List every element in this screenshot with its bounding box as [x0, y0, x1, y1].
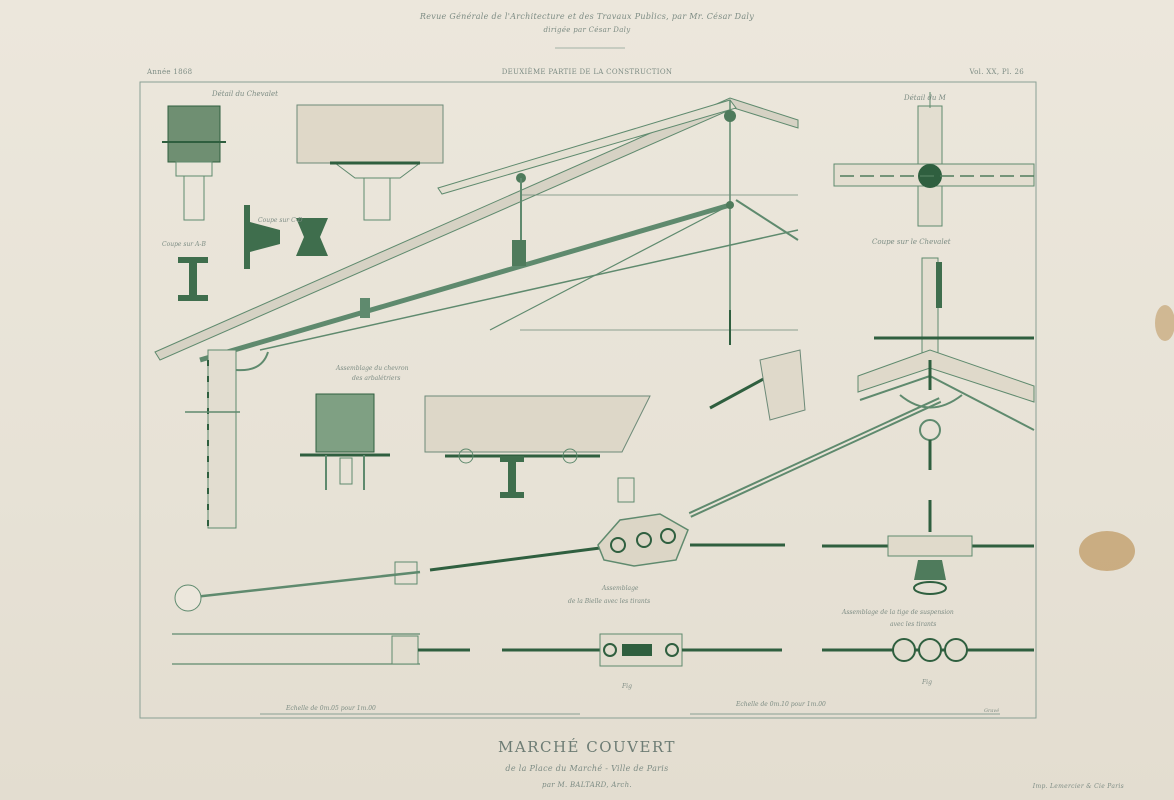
detail-beam-elevation	[296, 104, 444, 221]
plate-frame	[139, 81, 1037, 719]
plate-subtitle: de la Place du Marché - Ville de Paris	[505, 764, 669, 773]
plate-architect: par M. BALTARD, Arch.	[542, 781, 632, 789]
label-assembly-bottom: Assemblage	[601, 585, 639, 592]
detail-cross-m	[833, 92, 1035, 227]
label-detail-top: Détail du Chevalet	[211, 90, 278, 98]
label-section-ab: Coupe sur A-B	[162, 241, 206, 248]
detail-suspension-joint	[822, 500, 1034, 595]
runner-left: Année 1868	[147, 68, 193, 76]
main-rafter	[154, 97, 799, 363]
label-assembly-bottom2: de la Bielle avec les tirants	[568, 598, 650, 605]
detail-block-middle	[300, 393, 390, 490]
label-assembly-mid: Assemblage du chevron	[335, 365, 409, 372]
label-scale-left: Echelle de 0m.05 pour 1m.00	[285, 705, 376, 712]
support-column	[185, 349, 269, 529]
detail-beam-middle	[424, 395, 651, 498]
label-scale-right: Echelle de 0m.10 pour 1m.00	[735, 701, 826, 708]
runner-center: DEUXIÈME PARTIE DE LA CONSTRUCTION	[501, 68, 673, 76]
label-detail-m: Détail du M	[903, 94, 947, 102]
plan-row	[172, 633, 1034, 667]
label-assembly-mid2: des arbalétriers	[352, 375, 400, 382]
paper-stain	[1079, 531, 1135, 571]
detail-apex-chevalet	[857, 257, 1035, 470]
printer-credit: Imp. Lemercier & Cie Paris	[1032, 783, 1124, 790]
tie-rod-assembly	[174, 349, 942, 612]
label-assembly-right: Assemblage de la tige de suspension	[841, 609, 954, 616]
header-line-2: dirigée par César Daly	[543, 26, 631, 34]
label-section-cd: Coupe sur C-D	[258, 217, 303, 224]
plate-title: MARCHÉ COUVERT	[498, 738, 676, 756]
header-line-1: Revue Générale de l'Architecture et des …	[419, 12, 755, 21]
label-engraver: Gravé	[984, 707, 999, 714]
i-beam-section-ab	[178, 257, 208, 301]
label-fig-right: Fig	[921, 679, 932, 686]
detail-block-elevation	[162, 105, 226, 221]
label-section-chevalet: Coupe sur le Chevalet	[872, 238, 951, 246]
label-fig-left: Fig	[621, 683, 632, 690]
runner-right: Vol. XX, Pl. 26	[969, 68, 1024, 76]
paper-stain-edge	[1155, 305, 1174, 341]
i-beam-section-cd	[244, 205, 328, 269]
label-assembly-right2: avec les tirants	[890, 621, 936, 628]
